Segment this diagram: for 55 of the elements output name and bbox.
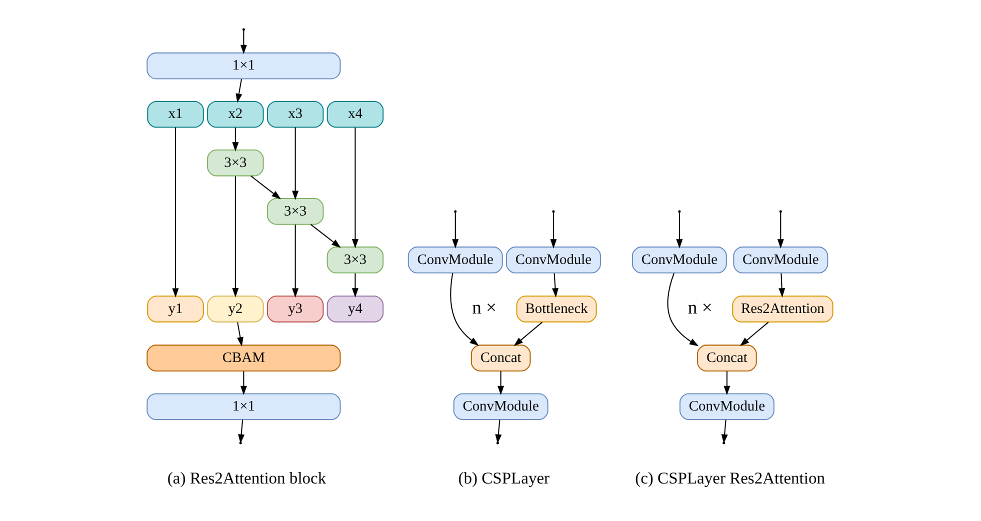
- node-box: ConvModule: [631, 246, 726, 274]
- arrow: [723, 371, 730, 396]
- arrow: [240, 30, 246, 54]
- arrow: [739, 322, 768, 346]
- node-box: 1×1: [146, 393, 340, 420]
- node-label: n ×: [687, 298, 712, 319]
- arrow: [497, 371, 504, 396]
- arrow: [172, 127, 178, 298]
- node-box: ConvModule: [678, 393, 774, 420]
- node-box: Concat: [470, 344, 530, 372]
- node-box: 1×1: [146, 52, 340, 80]
- node-box: Res2Attention: [732, 296, 833, 322]
- node-box: 3×3: [206, 150, 264, 176]
- arrow: [235, 79, 242, 103]
- label: (c) CSPLayer Res2Attention: [634, 468, 825, 488]
- node-label: n ×: [472, 298, 496, 319]
- arrow: [778, 273, 785, 298]
- arrow: [666, 272, 698, 346]
- node-box: ConvModule: [732, 246, 828, 274]
- arrow: [236, 322, 243, 346]
- arrow: [351, 128, 358, 248]
- arrow: [351, 273, 358, 298]
- node-box: x3: [266, 100, 324, 128]
- arrow: [513, 322, 542, 346]
- arrow: [452, 212, 458, 248]
- arrow: [232, 128, 238, 152]
- arrow: [292, 224, 298, 298]
- label: (b) CSPLayer: [458, 468, 550, 488]
- arrow: [552, 273, 558, 298]
- node-box: ConvModule: [407, 246, 502, 274]
- node-box: 3×3: [266, 198, 324, 225]
- node-box: Concat: [696, 344, 756, 372]
- node-box: x1: [146, 100, 204, 128]
- node-box: x4: [326, 100, 384, 128]
- arrow: [232, 176, 238, 298]
- node-box: CBAM: [146, 344, 340, 372]
- node-box: y3: [266, 296, 324, 322]
- arrow: [250, 176, 280, 200]
- arrow: [494, 420, 502, 444]
- arrow: [292, 127, 298, 200]
- arrow: [310, 224, 340, 248]
- arrow: [550, 212, 556, 248]
- arrow: [676, 212, 682, 248]
- node-box: ConvModule: [505, 246, 600, 274]
- node-box: ConvModule: [452, 393, 548, 420]
- arrow: [450, 272, 478, 346]
- node-box: x2: [206, 100, 264, 128]
- node-box: Bottleneck: [516, 296, 596, 322]
- node-box: y1: [146, 296, 204, 322]
- label: (a) Res2Attention block: [166, 468, 326, 488]
- arrow: [776, 212, 784, 248]
- node-box: y4: [326, 296, 384, 322]
- arrow: [240, 371, 246, 396]
- node-box: 3×3: [326, 246, 384, 274]
- node-box: y2: [206, 296, 264, 322]
